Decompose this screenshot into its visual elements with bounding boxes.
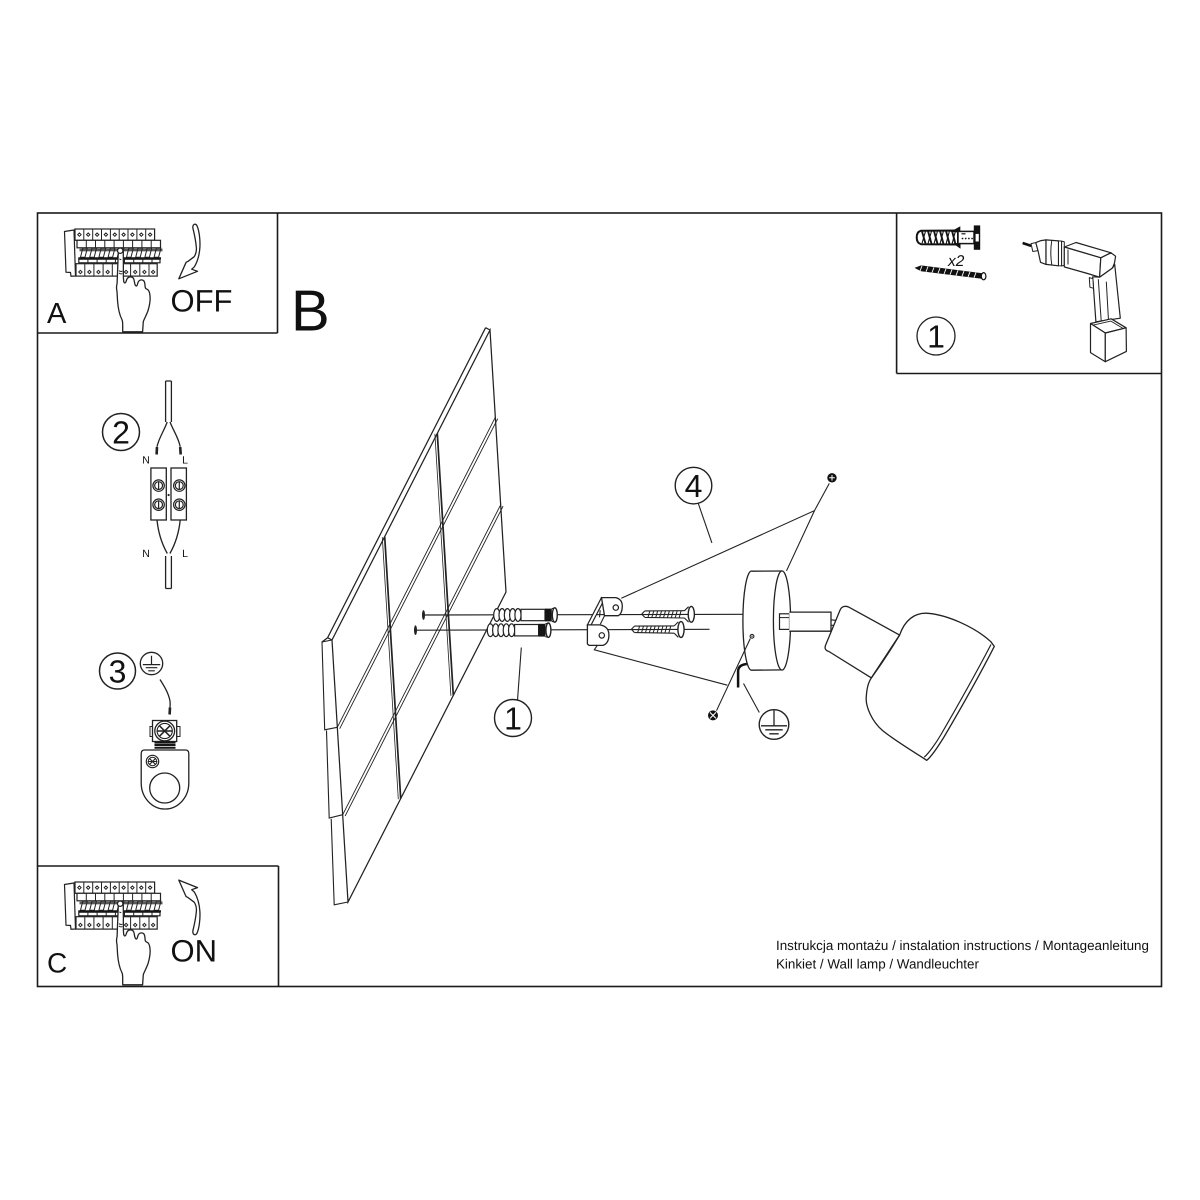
svg-text:Kinkiet / Wall lamp / Wandleuc: Kinkiet / Wall lamp / Wandleuchter	[776, 957, 979, 972]
svg-text:B: B	[291, 279, 330, 344]
svg-text:A: A	[47, 298, 67, 330]
svg-text:1: 1	[504, 701, 522, 737]
svg-text:x2: x2	[947, 253, 965, 270]
svg-text:ON: ON	[171, 933, 218, 968]
svg-text:3: 3	[109, 654, 127, 690]
svg-text:OFF: OFF	[171, 284, 233, 319]
svg-text:N: N	[142, 548, 150, 560]
svg-text:L: L	[182, 455, 188, 467]
svg-text:Instrukcja montażu / instalati: Instrukcja montażu / instalation instruc…	[776, 938, 1149, 953]
svg-text:2: 2	[112, 415, 130, 451]
svg-text:L: L	[182, 548, 188, 560]
svg-text:N: N	[142, 455, 150, 467]
svg-text:1: 1	[927, 319, 945, 355]
svg-text:4: 4	[685, 468, 703, 504]
svg-text:C: C	[47, 948, 67, 979]
